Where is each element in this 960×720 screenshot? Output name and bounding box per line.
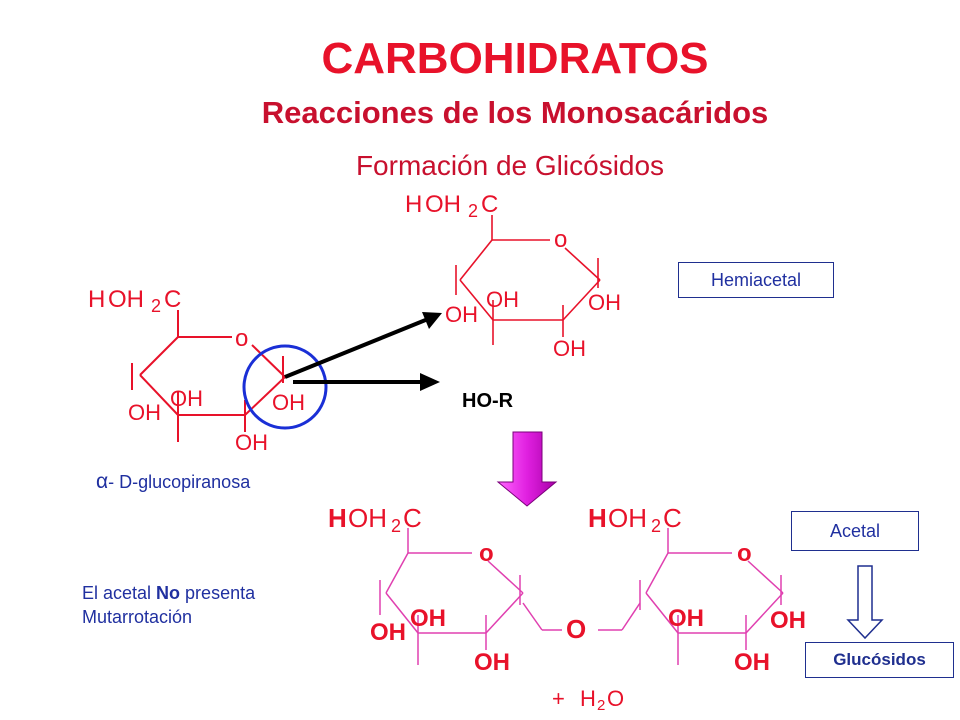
product-right-ch2oh-c: C <box>663 503 682 533</box>
hemiacetal-oh-c2: OH <box>486 287 519 312</box>
product-left-ch2oh-oh: OH <box>348 503 387 533</box>
hemiacetal-ch2oh-c: C <box>481 191 498 218</box>
reactant-oh-c4: OH <box>128 400 161 425</box>
hemiacetal-oh-c4: OH <box>445 302 478 327</box>
reactant-name-text: - D-glucopiranosa <box>108 472 251 492</box>
hemiacetal-ch2oh-sub: 2 <box>468 201 478 221</box>
hemiacetal-ch2oh-h: H <box>405 191 422 218</box>
product-right-ch2oh-sub: 2 <box>651 516 661 536</box>
note-line-2: Mutarrotación <box>82 607 193 627</box>
product-right-oh-c1: OH <box>770 607 806 634</box>
section-heading: Formación de Glicósidos <box>355 150 665 181</box>
anomeric-circle <box>242 344 328 430</box>
hemiacetal-oh-c1: OH <box>588 290 621 315</box>
reactant-oh-c3: OH <box>235 430 268 455</box>
product-left-oh-c2: OH <box>410 605 446 632</box>
reactant-ch2oh-h: H <box>88 286 105 313</box>
reactant-oh-c1: OH <box>272 390 305 415</box>
product-left-ch2oh-sub: 2 <box>391 516 401 536</box>
glucosidos-label-b: ósidos <box>871 650 926 669</box>
product-left-oh-c3: OH <box>474 649 510 676</box>
product-bridge <box>522 602 641 631</box>
glucosidos-label-a: Gluc <box>833 650 871 669</box>
acetal-label: Acetal <box>829 521 881 541</box>
product-right-ring <box>639 528 784 665</box>
arrow-to-reagent <box>293 373 440 391</box>
reactant-ring-oxygen: o <box>235 325 248 352</box>
glucosidos-box: Glucósidos <box>805 642 954 678</box>
product-left-oh-c4: OH <box>370 619 406 646</box>
product-left-ch2oh-c: C <box>403 503 422 533</box>
reactant-ch2oh-sub: 2 <box>151 296 161 316</box>
bridge-oxygen: O <box>566 614 586 644</box>
page-subtitle: Reacciones de los Monosacáridos <box>261 95 769 130</box>
hemiacetal-box: Hemiacetal <box>678 262 834 298</box>
byproduct-h: H <box>580 686 596 711</box>
product-right-ch2oh-h: H <box>588 503 607 533</box>
byproduct-sub: 2 <box>597 697 605 714</box>
product-right-ch2oh-oh: OH <box>608 503 647 533</box>
hemiacetal-oh-c3: OH <box>553 336 586 361</box>
arrow-to-hemiacetal <box>284 312 442 379</box>
reactant-oh-c2: OH <box>170 386 203 411</box>
reactant-name: α- D-glucopiranosa <box>96 470 250 494</box>
reagent-label: HO-R <box>462 390 514 412</box>
byproduct-o: O <box>607 686 624 711</box>
product-left-ring-oxygen: o <box>479 540 494 567</box>
product-right-ring-oxygen: o <box>737 540 752 567</box>
product-left-ch2oh-h: H <box>328 503 347 533</box>
product-right-oh-c3: OH <box>734 649 770 676</box>
byproduct-plus: + <box>552 686 565 711</box>
hemiacetal-ch2oh-oh: OH <box>425 191 461 218</box>
glucosidos-arrow <box>846 565 884 640</box>
note-no: No <box>156 583 181 603</box>
reactant-ch2oh-c: C <box>164 286 181 313</box>
note-line-1-b: presenta <box>180 583 256 603</box>
alpha-symbol: α <box>96 470 109 493</box>
note-line-1: El acetal No presenta <box>82 581 255 605</box>
reactant-ch2oh-oh: OH <box>108 286 144 313</box>
hemiacetal-structure <box>455 215 601 345</box>
down-arrow <box>496 431 558 507</box>
note-line-1-a: El acetal <box>82 583 157 603</box>
acetal-note: El acetal No presenta Mutarrotación <box>82 581 255 629</box>
hemiacetal-label: Hemiacetal <box>710 270 802 290</box>
product-right-oh-c2: OH <box>668 605 704 632</box>
product-left-ring <box>379 528 524 665</box>
acetal-box: Acetal <box>791 511 919 551</box>
hemiacetal-ring-oxygen: o <box>554 226 567 253</box>
page-title: CARBOHIDRATOS <box>321 34 709 83</box>
